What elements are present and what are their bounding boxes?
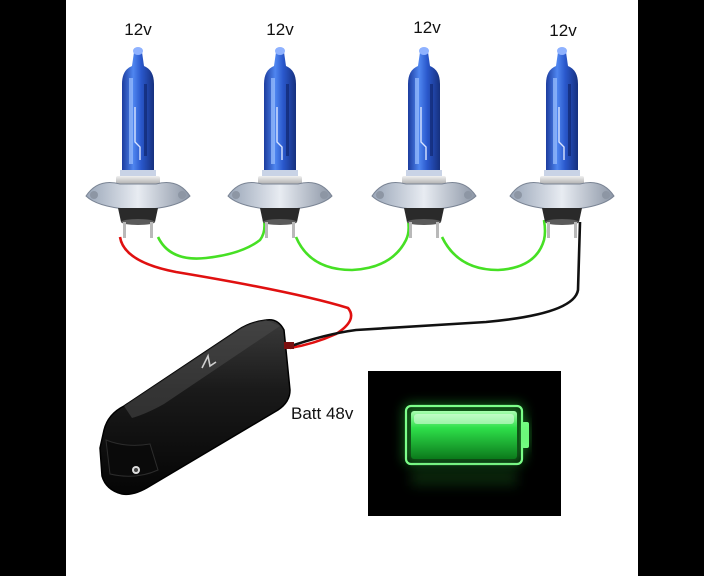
series-wire-2-3 xyxy=(294,219,410,272)
series-wire-3-4 xyxy=(440,219,547,272)
halogen-bulb-icon xyxy=(85,46,191,239)
halogen-bulb-icon xyxy=(509,46,615,239)
battery-voltage-label: Batt 48v xyxy=(291,404,354,423)
positive-wire xyxy=(118,236,353,350)
ebike-battery-pack-icon xyxy=(99,318,294,496)
halogen-bulb-icon xyxy=(371,46,477,239)
diagram-canvas: 12v 12v 12v 12v Batt 48v xyxy=(66,0,638,576)
negative-wire xyxy=(287,221,582,349)
series-wire-1-2 xyxy=(156,219,266,260)
battery-full-icon xyxy=(404,404,529,486)
bulb-3-voltage-label: 12v xyxy=(413,18,441,37)
battery-indicator-panel xyxy=(368,371,561,516)
wiring-diagram xyxy=(85,46,615,516)
bulb-1-voltage-label: 12v xyxy=(124,20,152,39)
bulb-4-voltage-label: 12v xyxy=(549,21,577,40)
bulb-2-voltage-label: 12v xyxy=(266,20,294,39)
halogen-bulb-icon xyxy=(227,46,333,239)
